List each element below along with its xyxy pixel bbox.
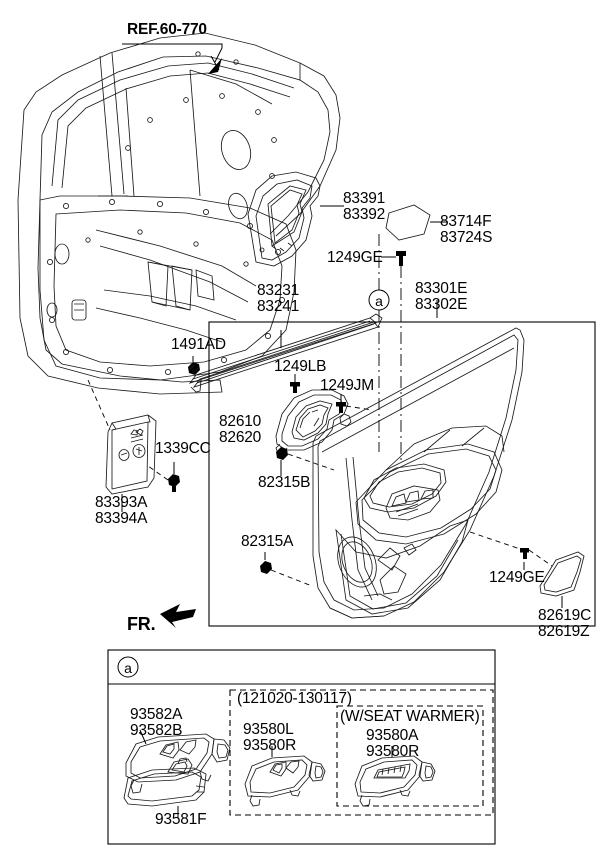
clip-1491ad-illustration (188, 356, 200, 375)
screw-1249ge-top-label: 1249GE (327, 249, 383, 266)
ref-leader (122, 43, 223, 74)
fr-direction-arrow (160, 604, 196, 628)
fr-direction-label: FR. (127, 614, 156, 634)
part-93582a-label: 93582A (130, 706, 183, 723)
part-93580a-label: 93580A (366, 727, 419, 744)
svg-text:a: a (124, 660, 132, 676)
part-93580r-label: 93580R (243, 737, 297, 754)
date-range-group-frame (229, 689, 494, 816)
part-83301e-label: 83301E (415, 280, 468, 297)
door-shell-illustration (17, 32, 341, 395)
screw-1249jm-label: 1249JM (320, 377, 374, 394)
screw-1249lb-illustration (290, 374, 300, 393)
switch-93582-illustration (123, 729, 231, 818)
part-83231-label: 83231 (257, 282, 300, 299)
part-93582b-label: 93582B (130, 722, 183, 739)
part-83302e-label: 83302E (415, 296, 468, 313)
switch-93580a-illustration (354, 746, 436, 807)
date-range-header-label: (121020-130117) (237, 690, 352, 707)
part-82610-label: 82610 (219, 413, 262, 430)
part-82619c-label: 82619C (538, 607, 592, 624)
part-82620-label: 82620 (219, 429, 262, 446)
screw-1249ge-bottom-label: 1249GE (489, 569, 545, 586)
inside-handle-illustration (275, 389, 352, 454)
clip-82315b-illustration (276, 447, 335, 476)
clip-82315a-label: 82315A (241, 533, 294, 550)
main-view-frame (208, 321, 596, 627)
part-82619z-label: 82619Z (538, 623, 590, 640)
part-93581f-label: 93581F (155, 811, 207, 828)
clip-82315a-illustration (260, 552, 313, 587)
part-83714f-label: 83714F (440, 213, 492, 230)
seat-warmer-group-frame (336, 705, 484, 807)
door-corner-trim-illustration (247, 171, 344, 267)
detail-panel-frame: a (107, 649, 496, 845)
seat-warmer-header-label: (W/SEAT WARMER) (340, 708, 480, 725)
speaker-grille-cover-illustration (87, 379, 157, 512)
part-83241-label: 83241 (257, 298, 300, 315)
screw-1249lb-label: 1249LB (274, 358, 327, 375)
clip-82315b-label: 82315B (258, 474, 311, 491)
part-83724s-label: 83724S (440, 229, 493, 246)
svg-text:a: a (375, 293, 383, 309)
switch-93580lr-illustration (244, 746, 326, 807)
cap-cover-illustration (385, 204, 448, 241)
screw-1339cc-illustration (147, 462, 180, 492)
part-83394a-label: 83394A (95, 510, 148, 527)
screw-1339cc-label: 1339CC (155, 440, 211, 457)
screw-1249jm-illustration (336, 394, 373, 413)
part-83391-label: 83391 (343, 190, 386, 207)
callout-marker-a-main: a (368, 232, 390, 452)
part-93580l-label: 93580L (243, 721, 294, 738)
rear-trim-cap-illustration (469, 531, 585, 608)
ref-60-770-label: REF.60-770 (127, 21, 207, 38)
door-trim-panel-illustration (312, 327, 525, 619)
part-83392-label: 83392 (343, 206, 386, 223)
clip-1491ad-label: 1491AD (171, 336, 226, 353)
part-93580r-sw-label: 93580R (366, 743, 420, 760)
screw-1249ge-top-illustration (381, 251, 406, 460)
part-83393a-label: 83393A (95, 494, 148, 511)
